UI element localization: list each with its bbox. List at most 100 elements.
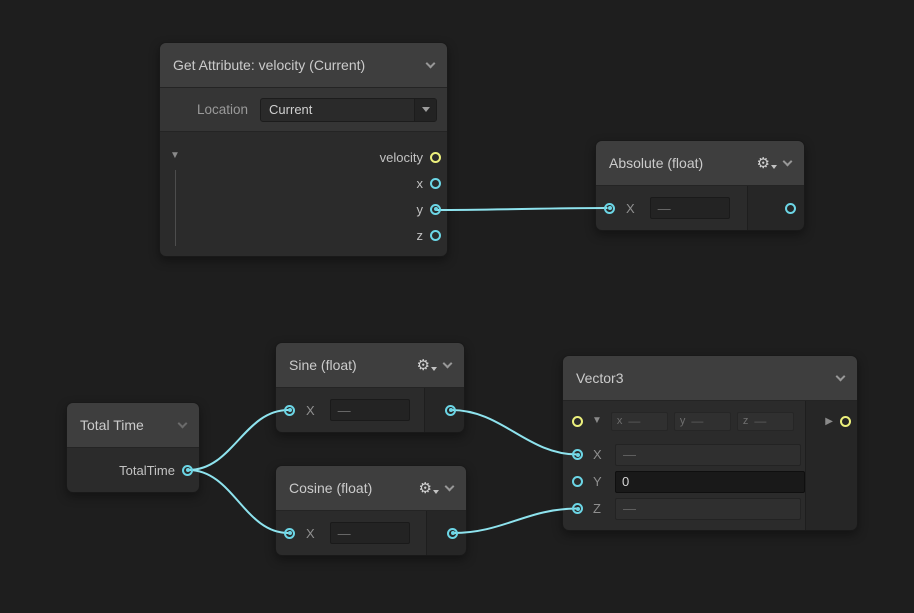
vector3-inline-x-field: x — — [610, 411, 668, 431]
node-body: X — — [596, 186, 804, 230]
node-header[interactable]: Cosine (float) ⚙ — [276, 466, 466, 511]
node-total-time[interactable]: Total Time TotalTime — [66, 402, 200, 493]
inline-y-value: — — [691, 414, 704, 428]
node-title: Total Time — [80, 417, 144, 433]
dropdown-arrow-icon — [421, 107, 430, 112]
vector3-y-field[interactable] — [615, 470, 805, 493]
vector3-x-field: — — [615, 443, 801, 466]
vector3-z-field: — — [615, 497, 801, 520]
vector3-x-row: X — — [563, 441, 805, 468]
cosine-x-input-port[interactable] — [284, 527, 295, 539]
absolute-x-input-port[interactable] — [604, 202, 615, 214]
location-setting-row: Location Current — [160, 88, 447, 132]
sine-x-field: — — [329, 399, 410, 421]
node-header[interactable]: Total Time — [67, 403, 199, 448]
expand-foldout-icon[interactable]: ▼ — [592, 415, 602, 426]
edge-totaltime-to-sine-x[interactable] — [188, 409, 289, 471]
sine-x-input-port[interactable] — [284, 404, 295, 416]
node-body: X — — [276, 511, 466, 555]
node-title: Absolute (float) — [609, 155, 704, 171]
vector3-z-input-port[interactable] — [572, 503, 583, 514]
output-row-y: y — [160, 196, 441, 222]
location-label: Location — [197, 102, 249, 117]
vector3-x-label: X — [593, 447, 602, 462]
cosine-output-port[interactable] — [447, 527, 458, 539]
edge-totaltime-to-cosine-x[interactable] — [188, 469, 289, 534]
gear-settings-icon[interactable]: ⚙ — [416, 356, 438, 374]
get-attribute-y-port[interactable] — [430, 203, 441, 215]
absolute-output-port[interactable] — [785, 202, 796, 214]
node-body: ▼ velocity x y z — [160, 132, 447, 256]
absolute-x-field: — — [649, 197, 730, 219]
output-label-x: x — [416, 175, 424, 191]
inline-y-label: y — [679, 415, 686, 427]
vector3-inline-z-field: z — — [736, 411, 794, 431]
output-port-zone — [747, 186, 804, 230]
node-get-attribute-velocity[interactable]: Get Attribute: velocity (Current) Locati… — [159, 42, 448, 257]
inline-z-label: z — [742, 415, 749, 427]
vector3-z-label: Z — [593, 501, 601, 516]
output-row-velocity: velocity — [160, 144, 441, 170]
node-body: TotalTime — [67, 448, 199, 492]
dropdown-arrow-box — [414, 98, 436, 121]
node-header[interactable]: Get Attribute: velocity (Current) — [160, 43, 447, 88]
output-label-y: y — [416, 201, 424, 217]
node-header[interactable]: Sine (float) ⚙ — [276, 343, 464, 388]
chevron-down-icon[interactable] — [425, 58, 436, 68]
node-absolute-float[interactable]: Absolute (float) ⚙ X — — [595, 140, 805, 231]
location-dropdown[interactable]: Current — [260, 97, 437, 122]
get-attribute-velocity-port[interactable] — [430, 151, 441, 163]
sine-output-port[interactable] — [445, 404, 456, 416]
node-body: ▶ ▼ x — y — z — X — Y — [563, 401, 857, 530]
output-expand-foldout-icon[interactable]: ▶ — [825, 416, 833, 427]
expand-foldout-icon[interactable]: ▼ — [170, 150, 180, 161]
sine-x-label: X — [306, 402, 315, 418]
chevron-down-icon[interactable] — [177, 418, 188, 428]
total-time-output-label: TotalTime — [119, 462, 175, 478]
node-title: Cosine (float) — [289, 480, 373, 496]
vector3-value-input-port[interactable] — [572, 415, 583, 427]
get-attribute-z-port[interactable] — [430, 229, 441, 241]
absolute-x-label: X — [626, 200, 635, 216]
foldout-guide-line — [175, 170, 176, 246]
vector3-composite-row: ▼ x — y — z — — [563, 401, 805, 441]
vector3-y-row: Y — [563, 468, 805, 495]
inline-z-value: — — [754, 414, 767, 428]
cosine-x-field: — — [329, 522, 410, 544]
chevron-down-icon[interactable] — [835, 371, 846, 381]
total-time-output-port[interactable] — [182, 464, 193, 476]
output-label-velocity: velocity — [379, 149, 423, 165]
output-row-x: x — [160, 170, 441, 196]
vector3-inline-y-field: y — — [673, 411, 731, 431]
node-title: Vector3 — [576, 370, 624, 386]
vector3-y-input-port[interactable] — [572, 476, 583, 487]
vector3-output-port[interactable] — [840, 416, 851, 427]
node-title: Get Attribute: velocity (Current) — [173, 57, 366, 73]
node-body: X — — [276, 388, 464, 432]
vector3-x-input-port[interactable] — [572, 449, 583, 460]
edge-cosine-to-vector3-z[interactable] — [453, 507, 578, 534]
gear-settings-icon[interactable]: ⚙ — [756, 154, 778, 172]
vector3-z-row: Z — — [563, 495, 805, 522]
vector3-y-label: Y — [593, 474, 602, 489]
output-row-z: z — [160, 222, 441, 248]
node-vector3[interactable]: Vector3 ▶ ▼ x — y — z — X — — [562, 355, 858, 531]
chevron-down-icon[interactable] — [444, 481, 455, 491]
gear-settings-icon[interactable]: ⚙ — [418, 479, 440, 497]
chevron-down-icon[interactable] — [782, 156, 793, 166]
output-label-z: z — [416, 227, 424, 243]
node-sine-float[interactable]: Sine (float) ⚙ X — — [275, 342, 465, 433]
chevron-down-icon[interactable] — [442, 358, 453, 368]
inline-x-label: x — [616, 415, 623, 427]
edge-sine-to-vector3-x[interactable] — [451, 409, 578, 456]
get-attribute-x-port[interactable] — [430, 177, 441, 189]
node-cosine-float[interactable]: Cosine (float) ⚙ X — — [275, 465, 467, 556]
node-header[interactable]: Absolute (float) ⚙ — [596, 141, 804, 186]
node-header[interactable]: Vector3 — [563, 356, 857, 401]
node-title: Sine (float) — [289, 357, 357, 373]
output-port-zone: ▶ — [805, 401, 857, 530]
inline-x-value: — — [628, 414, 641, 428]
edge-velocity-y-to-absolute-x[interactable] — [436, 207, 608, 211]
